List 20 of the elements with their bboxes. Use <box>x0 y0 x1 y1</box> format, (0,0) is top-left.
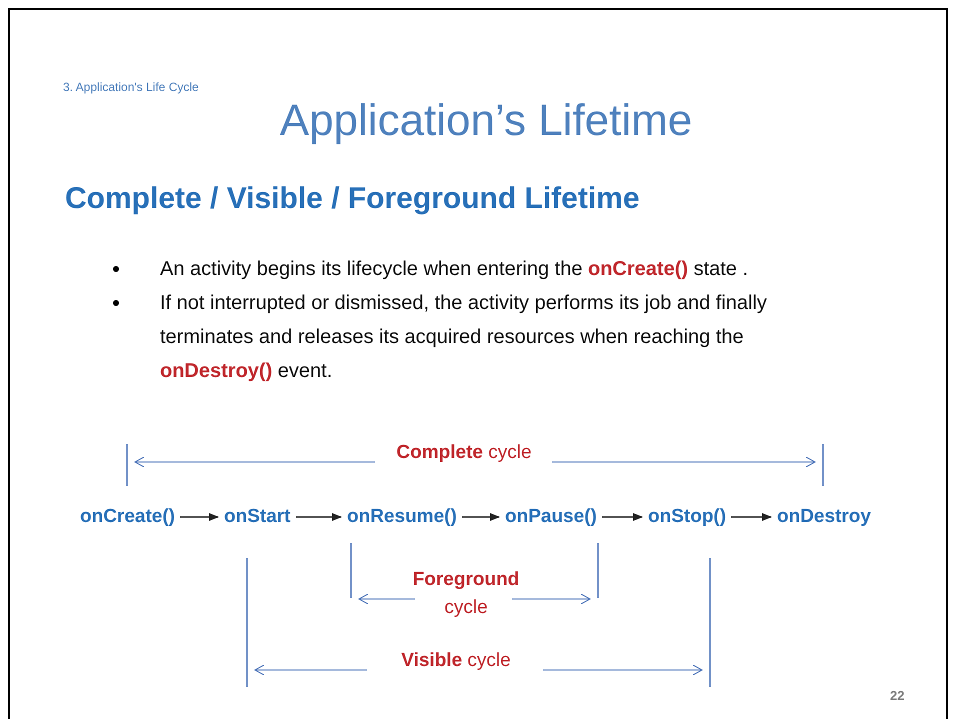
method-label: onDestroy <box>777 503 871 532</box>
section-header: 3. Application's Life Cycle <box>63 79 199 96</box>
method-label: onStart <box>224 503 290 532</box>
method-label: onCreate() <box>80 503 176 532</box>
heading: Complete / Visible / Foreground Lifetime <box>65 181 640 217</box>
method-label: onPause() <box>505 503 597 532</box>
bullet-text: An activity begins its lifecycle when entering the onCreate() state . <box>160 257 750 282</box>
arrow <box>296 513 342 521</box>
arrow <box>180 513 219 521</box>
bullet-text: If not interrupted or dismissed, the activity performs its job and finally terminates and releases its acquired resources when reaching the onDestroy() event. <box>160 291 768 384</box>
cycle-label: Visible cycle <box>400 649 512 673</box>
page-number: 22 <box>890 687 904 705</box>
method-label: onStop() <box>648 503 726 532</box>
cycle-label: Complete cycle <box>395 441 533 465</box>
arrow <box>602 513 643 521</box>
arrow <box>731 513 772 521</box>
slide-title: Application’s Lifetime <box>278 95 694 147</box>
arrow <box>462 513 500 521</box>
cycle-label: Foreground cycle <box>412 568 520 620</box>
method-label: onResume() <box>347 503 457 532</box>
